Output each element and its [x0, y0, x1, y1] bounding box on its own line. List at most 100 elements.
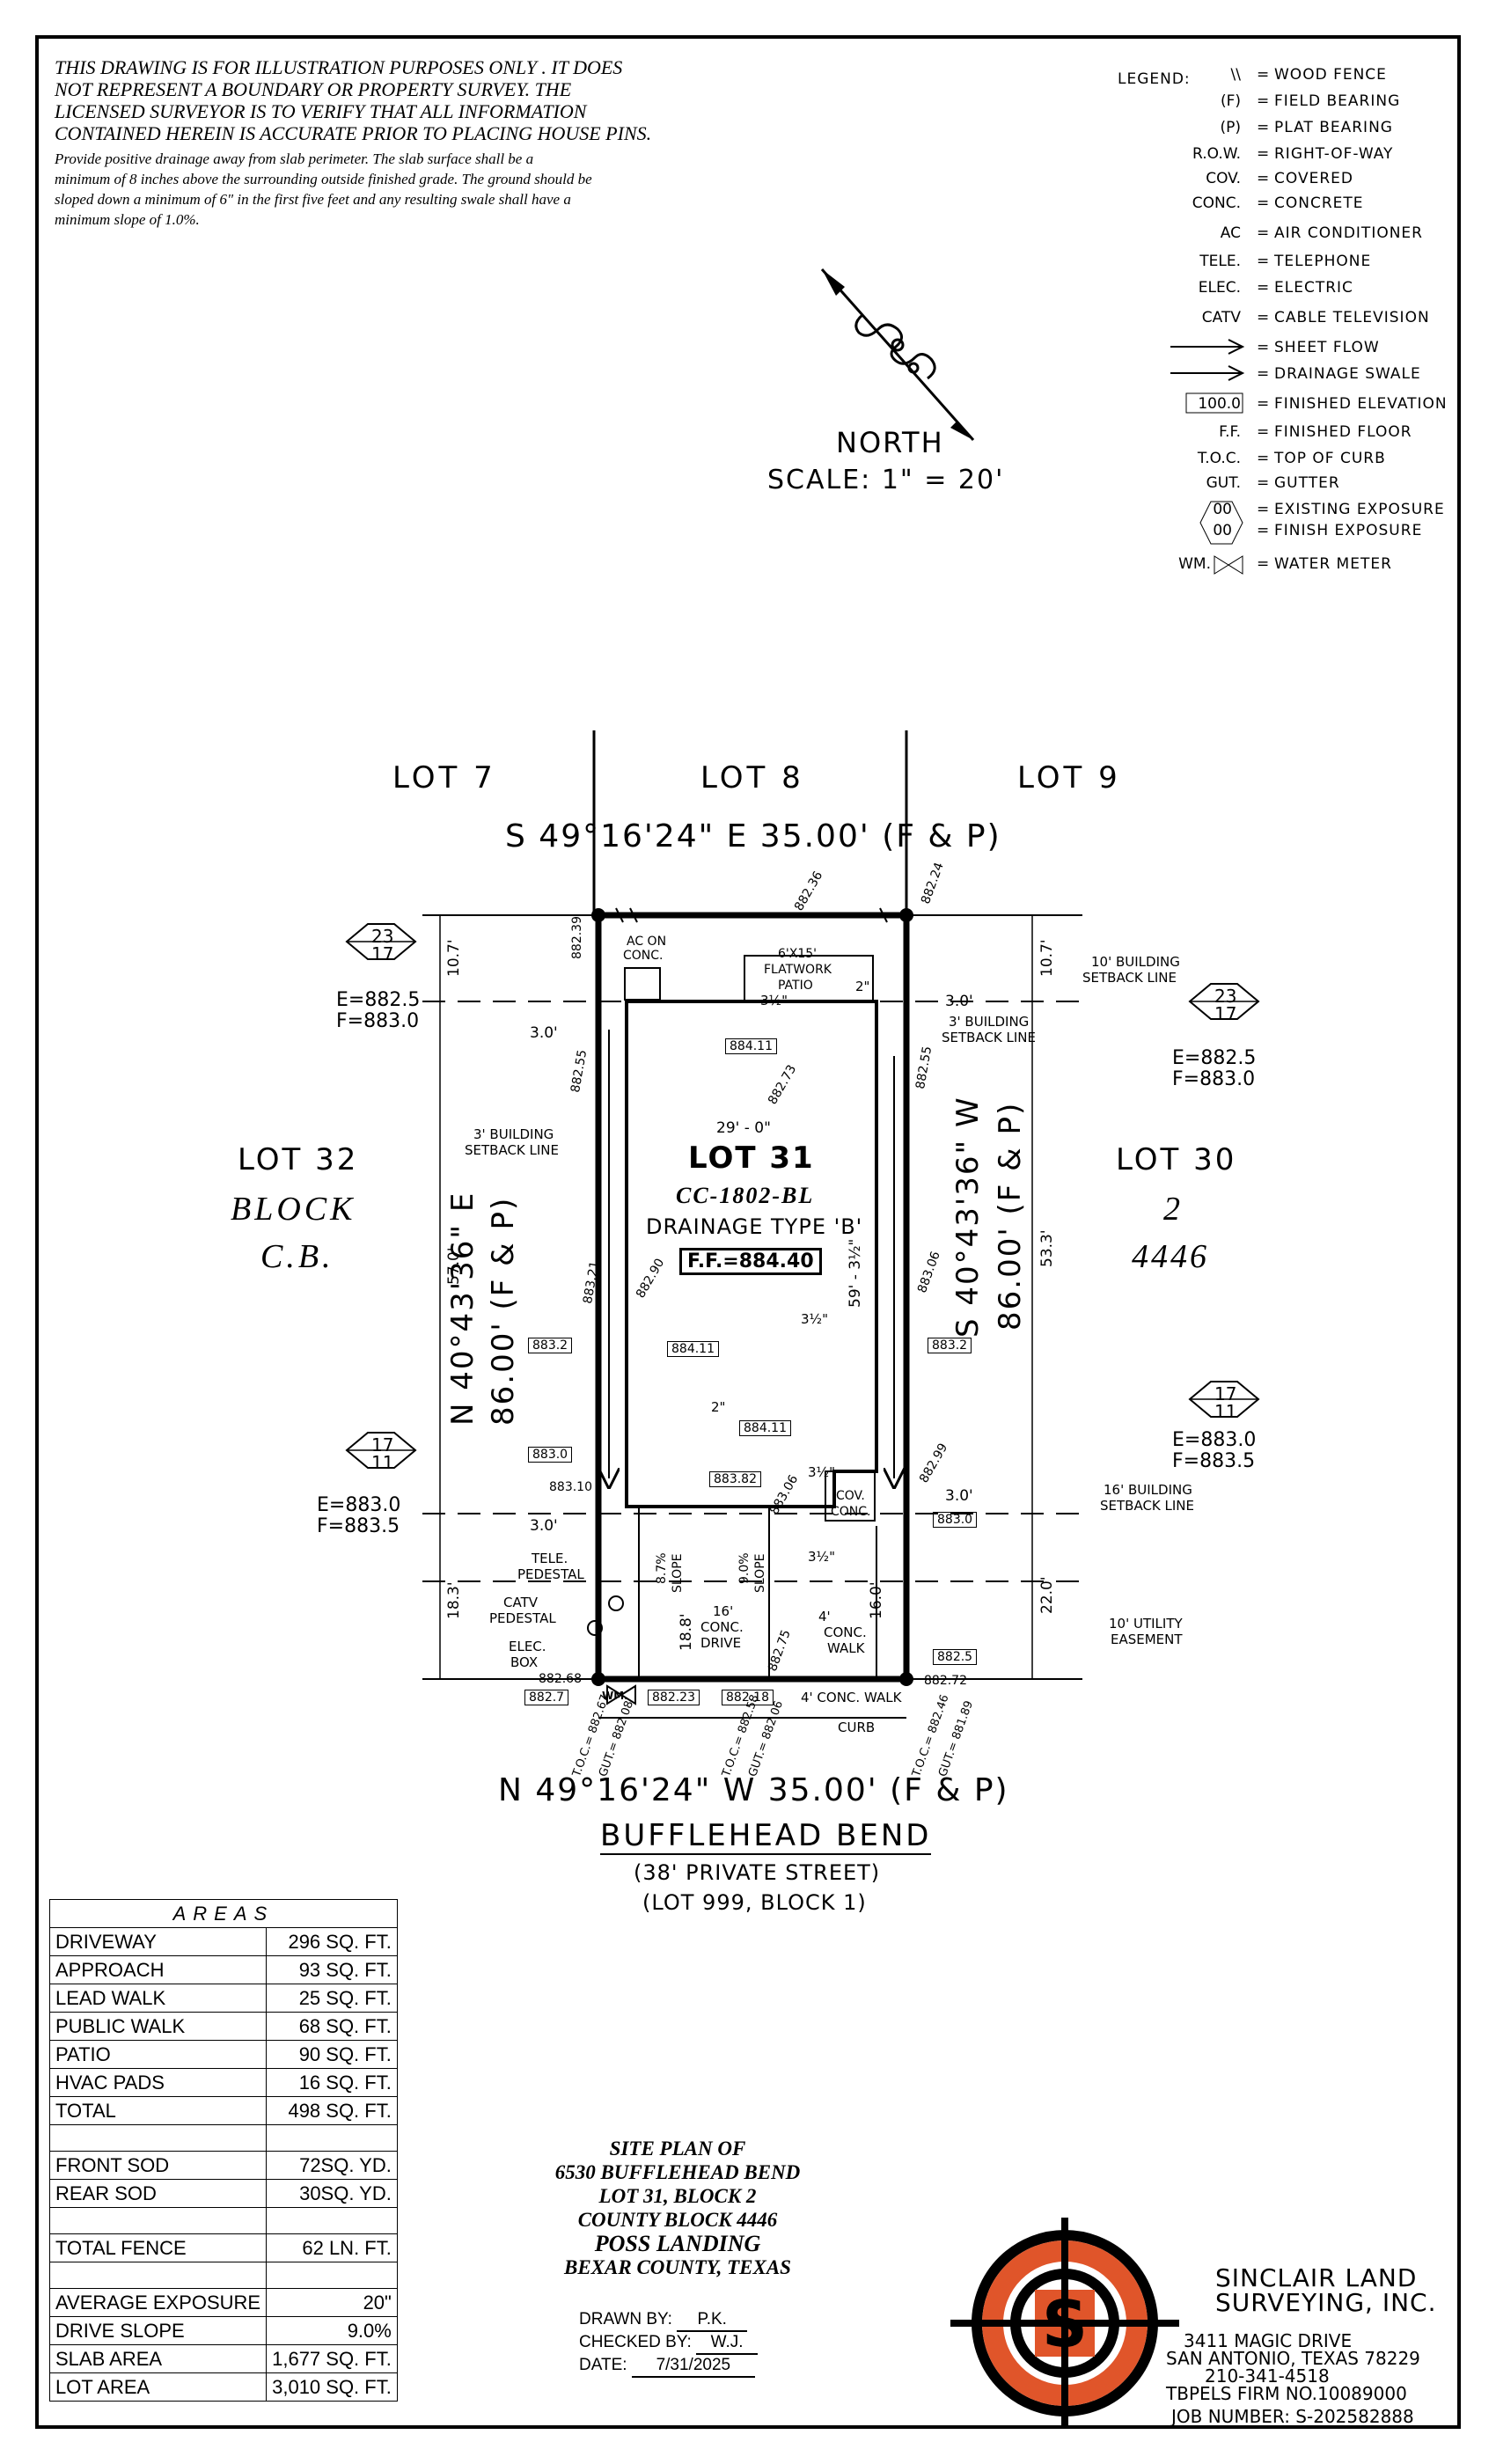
exposure-hexagon — [1199, 501, 1243, 545]
catv-label: CATV — [503, 1595, 538, 1610]
area-label: TOTAL FENCE — [48, 2233, 268, 2262]
north-label: NORTH — [836, 426, 944, 459]
existing-elevation: E=882.5 — [336, 989, 421, 1011]
area-label: DRIVE SLOPE — [48, 2316, 268, 2345]
cov-conc-label: COV. — [836, 1489, 865, 1503]
company-name: SURVEYING, INC. — [1215, 2288, 1437, 2317]
area-value — [266, 2262, 398, 2289]
legend-item: GUT.=GUTTER — [1206, 474, 1339, 492]
area-value: 68 SQ. FT. — [266, 2012, 398, 2041]
dim-label: 3½" — [808, 1464, 835, 1480]
dim-label: 3½" — [808, 1549, 835, 1565]
drawn-by-value: P.K. — [677, 2309, 748, 2332]
area-label: LOT AREA — [48, 2372, 268, 2402]
dim-label: 3.0' — [530, 1024, 558, 1042]
legend-description: COVERED — [1274, 170, 1353, 187]
lot9-label: LOT 9 — [1017, 760, 1121, 796]
area-value: 72SQ. YD. — [266, 2151, 398, 2180]
legend-equals: = — [1257, 194, 1269, 212]
legend-equals: = — [1257, 279, 1269, 297]
ac-label: AC ON — [627, 935, 667, 949]
title-line: SITE PLAN OF — [609, 2138, 746, 2160]
company-firm: TBPELS FIRM NO.10089000 — [1166, 2383, 1407, 2404]
legend-equals: = — [1257, 309, 1269, 326]
disclaimer-line: LICENSED SURVEYOR IS TO VERIFY THAT ALL … — [55, 100, 587, 122]
hex-finish-exposure: 17 — [1214, 1003, 1237, 1024]
plan-name: CC-1802-BL — [676, 1183, 815, 1208]
elevation-box: 882.7 — [524, 1690, 569, 1705]
area-value: 1,677 SQ. FT. — [266, 2344, 398, 2373]
east-bearing: S 40°43'36" W — [950, 1096, 986, 1338]
disclaimer-line: NOT REPRESENT A BOUNDARY OR PROPERTY SUR… — [55, 78, 572, 100]
legend-equals: = — [1257, 339, 1269, 356]
legend-description: FIELD BEARING — [1274, 92, 1400, 110]
legend-equals: = — [1257, 253, 1269, 270]
slope-label: 9.0% — [737, 1552, 752, 1584]
legend-item: (P)=PLAT BEARING — [1220, 119, 1393, 136]
hex-finish-exposure: 17 — [371, 943, 394, 964]
setback-label: SETBACK LINE — [465, 1142, 560, 1158]
finish-elevation: F=883.5 — [1172, 1450, 1256, 1472]
legend-symbol: GUT. — [1206, 474, 1241, 492]
catv-label: PEDESTAL — [489, 1610, 556, 1626]
legend-item: CONC.=CONCRETE — [1192, 194, 1363, 212]
curb-label: CURB — [838, 1720, 876, 1735]
legend-description: FINISH EXPOSURE — [1274, 522, 1422, 539]
legend-symbol: F.F. — [1219, 423, 1241, 441]
drawn-block: DRAWN BY: P.K. CHECKED BY: W.J. DATE: 7/… — [579, 2309, 759, 2378]
area-label: PATIO — [48, 2040, 268, 2069]
date-value: 7/31/2025 — [631, 2355, 755, 2378]
legend-equals: = — [1257, 395, 1269, 413]
easement-label: 10' UTILITY — [1109, 1616, 1183, 1632]
tele-label: PEDESTAL — [517, 1566, 584, 1582]
legend-description: ELECTRIC — [1274, 279, 1353, 297]
legend-equals: = — [1257, 555, 1269, 573]
finished-floor: F.F.=884.40 — [679, 1248, 822, 1275]
dim-label: 53.3' — [1038, 1229, 1056, 1267]
legend-symbol: T.O.C. — [1197, 450, 1241, 467]
elevation-box: 883.2 — [928, 1338, 972, 1353]
existing-elevation: E=883.0 — [1172, 1429, 1257, 1451]
title-line: COUNTY BLOCK 4446 — [577, 2209, 778, 2231]
legend-equals: = — [1257, 365, 1269, 383]
area-value: 16 SQ. FT. — [266, 2068, 398, 2097]
legend-description: PLAT BEARING — [1274, 119, 1393, 136]
legend-equals: = — [1257, 474, 1269, 492]
tele-label: TELE. — [532, 1551, 568, 1566]
elevation-box: 883.0 — [933, 1512, 978, 1528]
hex-existing-exposure: 23 — [371, 926, 394, 947]
street-name: BUFFLEHEAD BEND — [600, 1818, 932, 1855]
area-value: 93 SQ. FT. — [266, 1955, 398, 1984]
date-label: DATE: — [579, 2356, 627, 2374]
hex-existing-exposure: 17 — [1214, 1383, 1237, 1404]
legend-description: AIR CONDITIONER — [1274, 224, 1423, 242]
slope-label: 8.7% — [655, 1552, 669, 1584]
block-number: 2 — [1163, 1191, 1180, 1228]
north-arrow-icon — [820, 268, 975, 441]
drainage-note: minimum slope of 1.0%. — [55, 211, 200, 228]
legend-equals: = — [1257, 170, 1269, 187]
elevation-box: 883.2 — [528, 1338, 573, 1353]
legend-item: 00=FINISH EXPOSURE — [1213, 522, 1422, 539]
hex-existing-exposure: 23 — [1214, 986, 1237, 1007]
drawing-frame — [35, 35, 1461, 2429]
legend-description: EXISTING EXPOSURE — [1274, 501, 1445, 518]
hex-finish-exposure: 11 — [371, 1452, 394, 1473]
legend-equals: = — [1257, 66, 1269, 84]
lot31-label: LOT 31 — [688, 1140, 815, 1176]
legend-description: FINISHED FLOOR — [1274, 423, 1412, 441]
water-meter-label: WM. — [602, 1690, 628, 1702]
elec-label: ELEC. — [509, 1639, 546, 1654]
dim-label: 3½" — [801, 1311, 828, 1327]
area-label: TOTAL — [48, 2096, 268, 2125]
drawn-by-label: DRAWN BY: — [579, 2310, 672, 2328]
legend-item: \\=WOOD FENCE — [1231, 66, 1386, 84]
sheet-flow-arrow — [1170, 339, 1245, 355]
